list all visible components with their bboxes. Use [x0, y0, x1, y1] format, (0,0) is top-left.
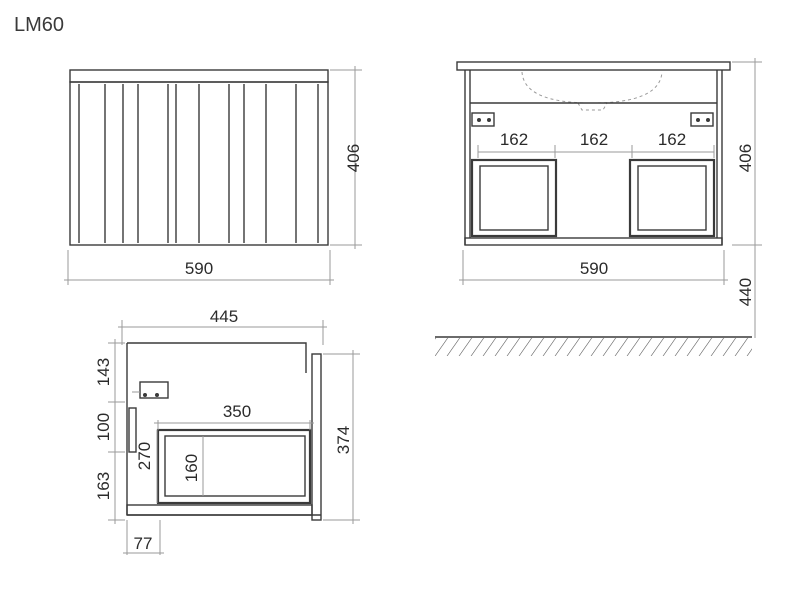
side-depth-dimension: 445 — [118, 307, 327, 345]
rear-bracket-left — [471, 112, 495, 127]
side-segment-dimensions: 143 100 163 — [94, 339, 125, 524]
floor-hatch — [435, 336, 752, 356]
rear-drawer-left — [470, 158, 558, 238]
drain-outline — [577, 102, 608, 111]
side-inner-depth-dimension: 350 — [154, 402, 314, 430]
mount-height-label: 440 — [736, 278, 755, 306]
front-cabinet-body — [69, 81, 329, 246]
rear-bottom-rail — [464, 237, 723, 246]
rear-width-label: 590 — [580, 259, 608, 278]
side-inner-depth-label: 350 — [223, 402, 251, 421]
side-offset-label: 77 — [134, 534, 153, 553]
front-width-label: 590 — [185, 259, 213, 278]
rear-spacing-label-3: 162 — [658, 130, 686, 149]
basin-outline — [521, 71, 663, 104]
side-front-panel — [311, 353, 322, 521]
model-label: LM60 — [14, 14, 65, 36]
side-drawer-inner — [164, 435, 306, 497]
side-height-dimension: 374 — [323, 350, 360, 524]
front-height-dimension: 406 — [330, 66, 363, 249]
front-width-dimension: 590 — [64, 250, 334, 285]
side-bottom-rail — [126, 504, 313, 516]
side-drawer-heights: 270 160 — [135, 430, 204, 503]
rear-spacing-label-1: 162 — [500, 130, 528, 149]
rear-drawer-right — [628, 158, 716, 238]
drawer-inner-height-label: 270 — [135, 442, 154, 470]
side-connector-block — [132, 381, 169, 399]
segment-label-top: 143 — [94, 358, 113, 386]
front-height-label: 406 — [344, 144, 363, 172]
front-view: 406 590 — [64, 66, 363, 285]
side-view: 445 350 270 160 — [94, 307, 360, 555]
rear-width-dimension: 590 — [459, 250, 728, 285]
rear-countertop — [456, 61, 731, 71]
rear-height-dimension: 406 440 — [732, 58, 762, 338]
side-drawer-outer — [156, 428, 312, 505]
rear-bracket-right — [690, 112, 714, 127]
rear-spacing-dimensions: 162 162 162 — [477, 130, 715, 158]
side-offset-dimension: 77 — [123, 520, 164, 555]
side-depth-label: 445 — [210, 307, 238, 326]
front-panel-grooves — [78, 84, 319, 243]
side-height-label: 374 — [334, 426, 353, 454]
segment-label-bottom: 163 — [94, 472, 113, 500]
segment-label-middle: 100 — [94, 413, 113, 441]
side-wall-bracket — [128, 407, 137, 453]
front-countertop — [69, 69, 329, 83]
rear-view: 162 162 162 406 440 590 — [456, 58, 762, 338]
rear-spacing-label-2: 162 — [580, 130, 608, 149]
side-top-edge — [127, 342, 307, 373]
rear-height-label: 406 — [736, 144, 755, 172]
drawer-height-label: 160 — [182, 454, 201, 482]
